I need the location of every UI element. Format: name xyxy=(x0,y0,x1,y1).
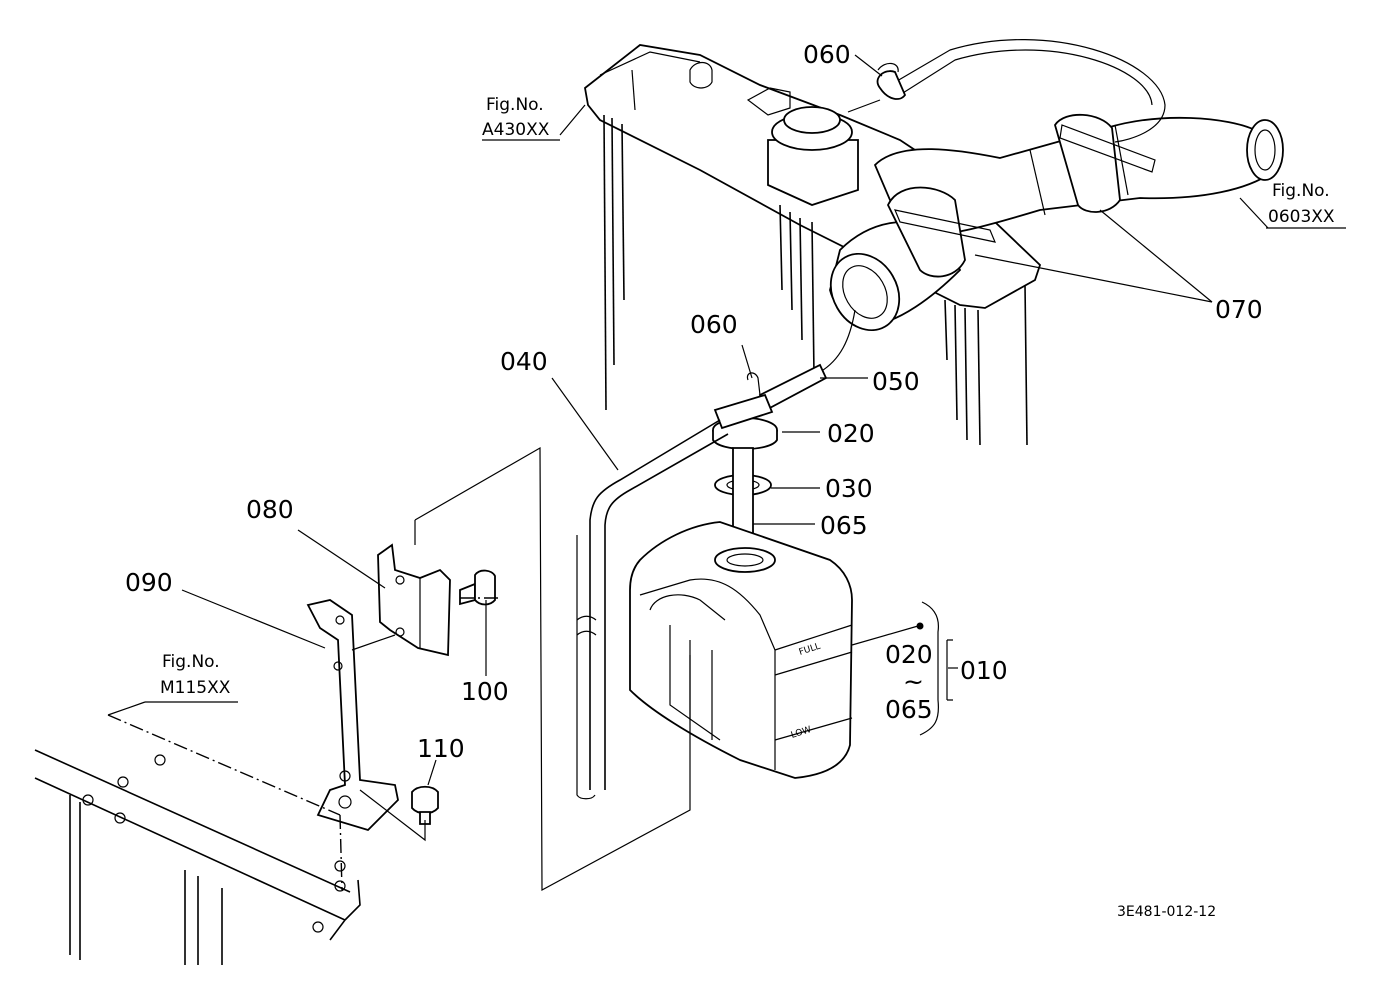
label-020-range-start: 020 xyxy=(885,640,933,669)
clip-060-top[interactable] xyxy=(876,62,907,100)
label-065: 065 xyxy=(820,511,868,540)
figref-0603xx-line2: 0603XX xyxy=(1268,207,1335,227)
hose-clamp-070-right[interactable] xyxy=(1054,113,1156,213)
label-080: 080 xyxy=(246,495,294,524)
frame-member xyxy=(34,749,361,965)
reservoir-tank-010[interactable]: FULL LOW xyxy=(629,521,853,779)
label-010: 010 xyxy=(960,656,1008,685)
figref-a430xx-line2: A430XX xyxy=(482,120,550,140)
label-030: 030 xyxy=(825,474,873,503)
assembly-guide-lines xyxy=(351,446,691,892)
label-range-separator: ~ xyxy=(903,667,924,696)
figref-m115xx[interactable]: Fig.No. M115XX xyxy=(145,652,238,703)
range-bracket xyxy=(919,601,940,736)
label-020: 020 xyxy=(827,419,875,448)
figref-m115xx-line2: M115XX xyxy=(160,678,231,698)
bolt-110[interactable] xyxy=(411,785,439,825)
label-090: 090 xyxy=(125,568,173,597)
drawing-code: 3E481-012-12 xyxy=(1117,904,1216,920)
bracket-080[interactable] xyxy=(377,543,451,657)
figref-0603xx[interactable]: Fig.No. 0603XX xyxy=(1266,181,1346,229)
label-060-mid: 060 xyxy=(690,310,738,339)
hose-clamp-070-left[interactable] xyxy=(886,186,996,278)
label-060-top: 060 xyxy=(803,40,851,69)
tank-cap-assembly xyxy=(712,372,778,450)
label-070: 070 xyxy=(1215,295,1263,324)
range-brace xyxy=(946,639,953,701)
figref-a430xx[interactable]: Fig.No. A430XX xyxy=(482,95,560,141)
stay-090[interactable] xyxy=(306,599,399,832)
pipe-040 xyxy=(576,419,729,800)
label-110: 110 xyxy=(417,734,465,763)
center-lines xyxy=(107,597,500,891)
leader-lines xyxy=(107,54,1269,786)
label-040: 040 xyxy=(500,347,548,376)
figref-m115xx-line1: Fig.No. xyxy=(162,652,220,672)
label-050: 050 xyxy=(872,367,920,396)
figref-0603xx-line1: Fig.No. xyxy=(1272,181,1330,201)
label-065-range-end: 065 xyxy=(885,695,933,724)
figref-a430xx-line1: Fig.No. xyxy=(486,95,544,115)
bolt-100[interactable] xyxy=(459,569,496,606)
label-100: 100 xyxy=(461,677,509,706)
leader-dot xyxy=(916,622,924,630)
